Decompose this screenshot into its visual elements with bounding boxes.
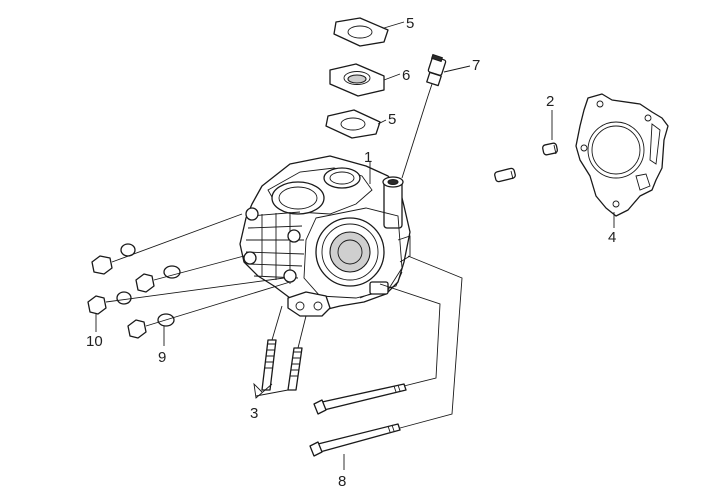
head-gasket xyxy=(575,93,669,217)
callout-5-lower: 5 xyxy=(388,111,396,128)
bolt-9 xyxy=(127,281,291,339)
callout-1: 1 xyxy=(364,149,372,166)
callout-9: 9 xyxy=(158,349,166,366)
leader-3 xyxy=(253,382,273,399)
callout-7: 7 xyxy=(472,57,480,74)
leader-3b xyxy=(255,389,289,397)
leader-5b xyxy=(377,119,387,125)
intake-gasket-upper xyxy=(333,17,389,47)
callout-8: 8 xyxy=(338,473,346,490)
callout-10: 10 xyxy=(86,333,103,350)
bolt-10-lower xyxy=(87,277,285,315)
long-bolt-upper xyxy=(313,383,407,415)
cylinder-head xyxy=(239,155,411,317)
callout-5-upper: 5 xyxy=(406,15,414,32)
bolt-10-upper xyxy=(91,213,243,275)
dowel-pin-lower xyxy=(494,167,516,183)
intake-gasket-lower xyxy=(325,109,381,139)
leader-5a xyxy=(383,21,405,29)
leader-7 xyxy=(443,65,471,73)
stud-right xyxy=(287,315,307,391)
bolt-guide-upper xyxy=(379,283,441,387)
bolt-mid xyxy=(135,255,245,293)
callout-3: 3 xyxy=(250,405,258,422)
bolt-guide-lower xyxy=(399,255,463,429)
intake-insulator xyxy=(329,63,385,97)
stud-left xyxy=(261,305,283,391)
dowel-pin-upper xyxy=(542,142,558,156)
leader-6 xyxy=(383,73,401,81)
callout-6: 6 xyxy=(402,67,410,84)
temperature-sensor xyxy=(401,53,447,179)
callout-4: 4 xyxy=(608,229,616,246)
callout-2: 2 xyxy=(546,93,554,110)
long-bolt-lower xyxy=(309,423,401,457)
